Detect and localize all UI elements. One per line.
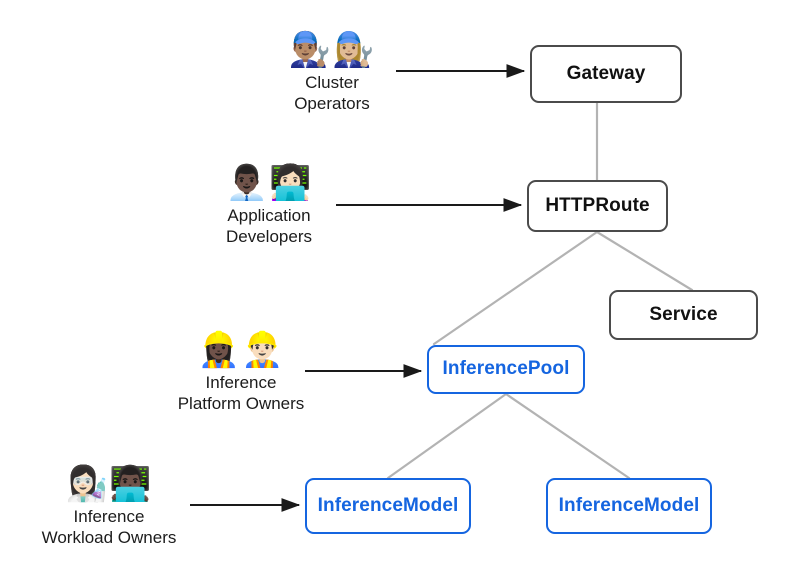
construction-worker-pair-emoji: 👷🏿‍♀️👷🏻‍♂️ <box>197 330 285 370</box>
node-inferencemodel-2-label: InferenceModel <box>558 494 700 516</box>
mechanic-pair-emoji: 👨🏽‍🔧👩🏼‍🔧 <box>288 30 376 70</box>
node-gateway-label: Gateway <box>566 62 646 84</box>
persona-inference-workload-owners[interactable]: 👩🏻‍🔬👨🏿‍💻 Inference Workload Owners <box>22 464 196 548</box>
persona-application-developers-label: Application Developers <box>226 206 312 246</box>
node-service[interactable]: Service <box>609 290 758 340</box>
node-httproute-label: HTTPRoute <box>545 194 650 216</box>
node-inferencepool-label: InferencePool <box>442 358 570 380</box>
connector-inferencepool-inferencemodel-1 <box>386 392 508 480</box>
node-httproute[interactable]: HTTPRoute <box>527 180 668 232</box>
scientist-technologist-pair-emoji: 👩🏻‍🔬👨🏿‍💻 <box>65 464 153 504</box>
persona-inference-platform-owners-label: Inference Platform Owners <box>177 373 305 413</box>
connector-httproute-service <box>595 230 694 292</box>
node-service-label: Service <box>649 303 718 325</box>
persona-inference-platform-owners[interactable]: 👷🏿‍♀️👷🏻‍♂️ Inference Platform Owners <box>158 330 324 414</box>
persona-application-developers[interactable]: 👨🏿‍💼👩🏻‍💻 Application Developers <box>196 163 342 247</box>
node-gateway[interactable]: Gateway <box>530 45 682 103</box>
persona-inference-workload-owners-label: Inference Workload Owners <box>41 507 177 547</box>
persona-cluster-operators-label: Cluster Operators <box>294 73 370 113</box>
node-inferencemodel-1-label: InferenceModel <box>317 494 459 516</box>
node-inferencemodel-2[interactable]: InferenceModel <box>546 478 712 534</box>
connector-inferencepool-inferencemodel-2 <box>504 392 631 480</box>
node-inferencepool[interactable]: InferencePool <box>427 345 585 394</box>
office-worker-technologist-pair-emoji: 👨🏿‍💼👩🏻‍💻 <box>225 163 313 203</box>
node-inferencemodel-1[interactable]: InferenceModel <box>305 478 471 534</box>
connector-httproute-inferencepool <box>432 230 599 346</box>
persona-cluster-operators[interactable]: 👨🏽‍🔧👩🏼‍🔧 Cluster Operators <box>259 30 405 114</box>
